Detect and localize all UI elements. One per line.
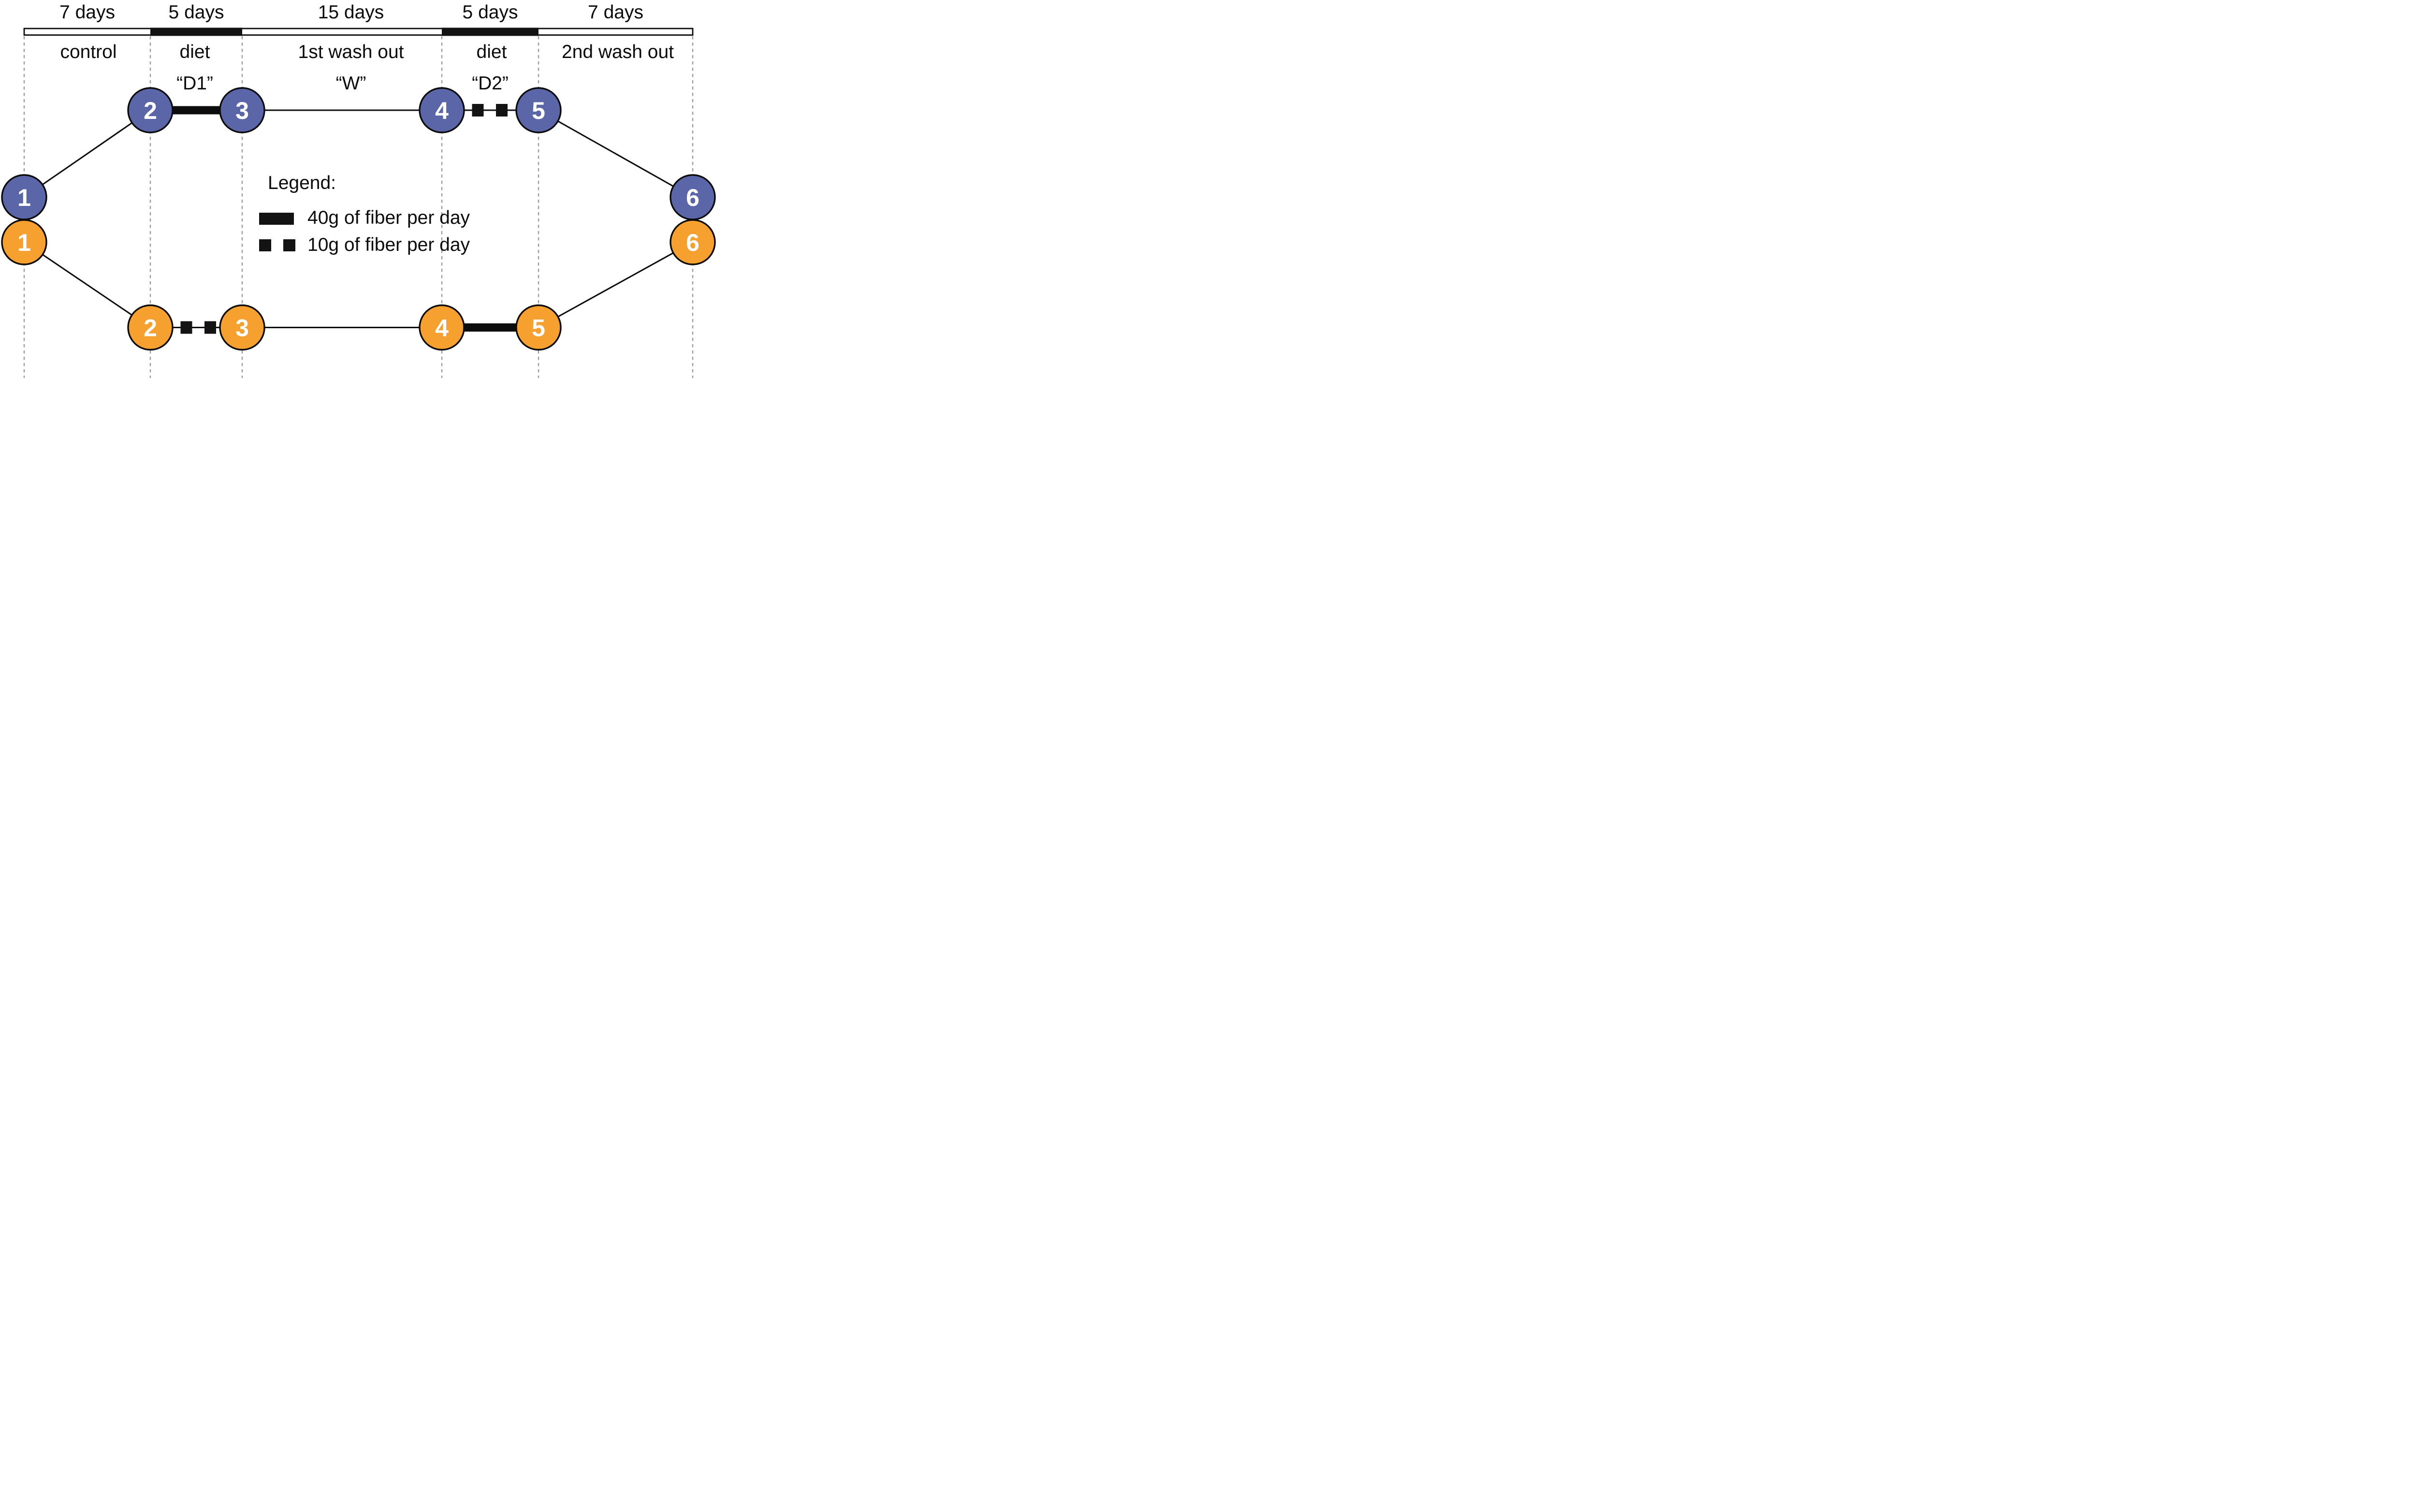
- study-design-figure: 7 days 5 days 15 days 5 days 7 days cont…: [0, 0, 720, 378]
- phase-label-control: control: [60, 42, 116, 62]
- period-code-d1: “D1”: [176, 73, 213, 94]
- top-node-label-1: 1: [17, 184, 31, 211]
- study-design-canvas: 7 days 5 days 15 days 5 days 7 days cont…: [1, 2, 716, 378]
- phase-label-washout-1: 1st wash out: [298, 42, 404, 62]
- duration-labels: 7 days 5 days 15 days 5 days 7 days: [59, 2, 643, 23]
- duration-label-2: 5 days: [169, 2, 224, 23]
- legend-10g-swatch-square-2: [283, 239, 295, 251]
- bottom-node-label-4: 4: [435, 315, 449, 342]
- period-code-w: “W”: [336, 73, 366, 94]
- bottom-node-circle-2: [127, 304, 174, 351]
- bottom-node-label-6: 6: [686, 229, 699, 256]
- bottom-connector-5-6: [538, 241, 693, 328]
- top-node-label-4: 4: [435, 97, 449, 124]
- top-node-label-5: 5: [532, 97, 545, 124]
- top-connector-1-2: [24, 109, 151, 198]
- legend-title: Legend:: [268, 173, 336, 193]
- bottom-connector-1-2: [24, 241, 151, 328]
- top-10g-square-1: [472, 104, 484, 116]
- phase-labels: control diet 1st wash out diet 2nd wash …: [60, 42, 674, 62]
- bottom-node-circle-5: [515, 304, 562, 351]
- duration-label-3: 15 days: [318, 2, 384, 23]
- phase-label-diet-1: diet: [180, 42, 210, 62]
- top-node-circle-5: [515, 87, 562, 133]
- timeline-bar: [23, 28, 694, 36]
- legend: Legend: 40g of fiber per day 10g of fibe…: [259, 173, 470, 255]
- top-node-circle-4: [419, 87, 465, 133]
- bottom-node-label-3: 3: [235, 315, 249, 342]
- duration-label-4: 5 days: [463, 2, 518, 23]
- bottom-node-circle-3: [219, 304, 265, 351]
- top-node-label-3: 3: [235, 97, 249, 124]
- top-connector-5-6: [538, 109, 693, 198]
- legend-10g-label: 10g of fiber per day: [307, 234, 470, 255]
- phase-label-washout-2: 2nd wash out: [562, 42, 674, 62]
- legend-40g-label: 40g of fiber per day: [307, 207, 470, 228]
- phase-label-diet-2: diet: [477, 42, 507, 62]
- bottom-node-circle-6: [670, 219, 716, 265]
- bottom-node-label-1: 1: [17, 229, 31, 256]
- period-code-d2: “D2”: [472, 73, 509, 94]
- bottom-arm-connectors: [24, 241, 693, 334]
- timeline-diet-segment-1: [150, 28, 242, 36]
- top-arm-nodes: 1 2 3 4 5 6: [1, 87, 716, 220]
- bottom-node-label-2: 2: [144, 315, 157, 342]
- duration-label-5: 7 days: [588, 2, 643, 23]
- top-arm-connectors: [24, 104, 693, 198]
- top-node-label-6: 6: [686, 184, 699, 211]
- legend-10g-swatch-square-1: [259, 239, 271, 251]
- bottom-arm-nodes: 1 2 3 4 5 6: [1, 219, 716, 351]
- bottom-node-circle-1: [1, 219, 47, 265]
- top-node-label-2: 2: [144, 97, 157, 124]
- legend-40g-solid-bar-swatch: [259, 213, 294, 225]
- bottom-node-circle-4: [419, 304, 465, 351]
- period-code-labels: “D1” “W” “D2”: [176, 73, 509, 94]
- bottom-node-label-5: 5: [532, 315, 545, 342]
- top-node-circle-2: [127, 87, 174, 133]
- timeline-diet-segment-2: [442, 28, 539, 36]
- bottom-10g-square-1: [180, 321, 192, 334]
- top-node-circle-3: [219, 87, 265, 133]
- duration-label-1: 7 days: [59, 2, 115, 23]
- bottom-10g-square-2: [204, 321, 216, 334]
- timeline-bar-outline: [23, 28, 694, 36]
- top-10g-square-2: [496, 104, 508, 116]
